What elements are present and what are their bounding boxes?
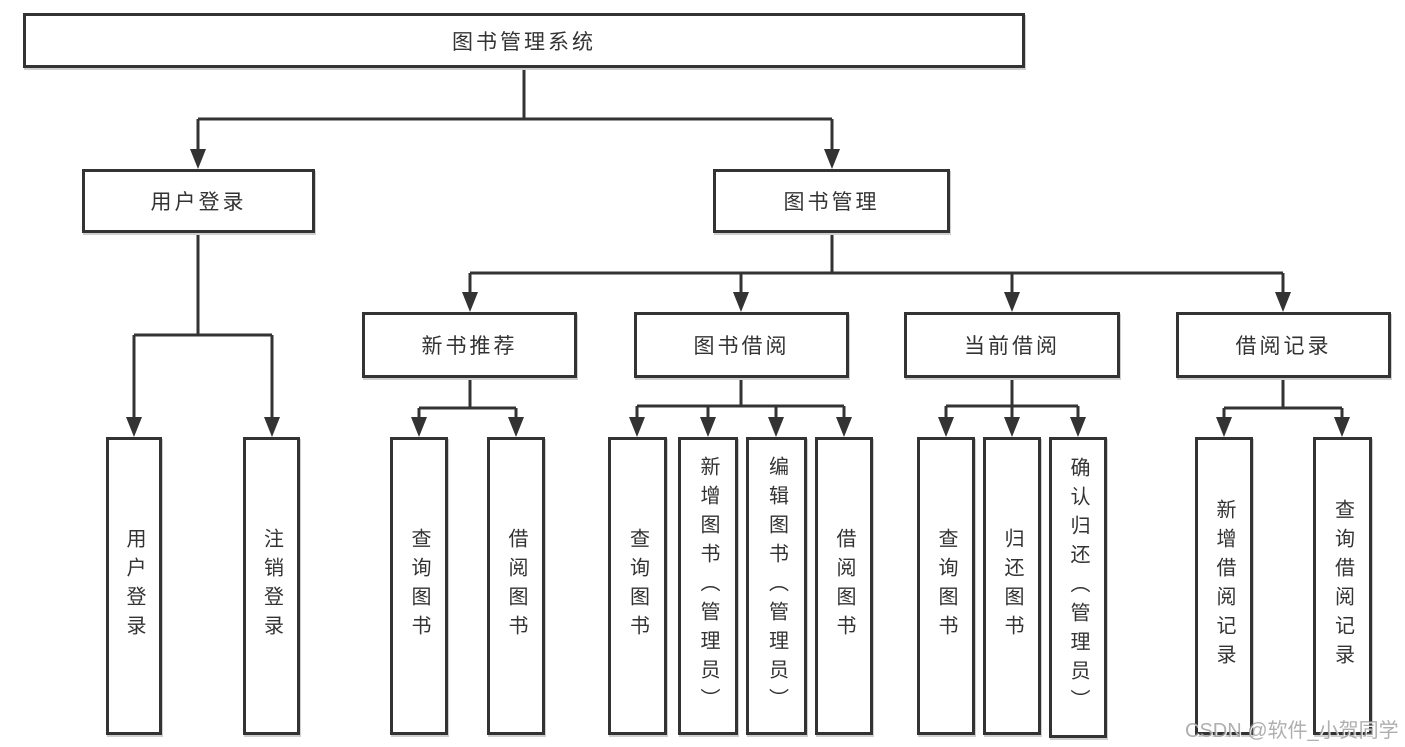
node-root: 图书管理系统 [23, 13, 1025, 68]
node-user-login: 用户登录 [82, 169, 315, 233]
leaf-query-books-current: 查询图书 [917, 437, 975, 735]
leaf-add-borrow-record-label: 新增借阅记录 [1213, 499, 1235, 673]
leaf-borrow-books-label: 借阅图书 [833, 528, 855, 644]
node-root-label: 图书管理系统 [452, 30, 596, 54]
connector-book-borrow-children [635, 378, 846, 420]
leaf-query-books-borrow-label: 查询图书 [626, 528, 649, 644]
node-borrow-records-label: 借阅记录 [1235, 335, 1332, 358]
leaf-query-books-borrow: 查询图书 [608, 437, 667, 735]
node-borrow-records: 借阅记录 [1176, 312, 1391, 378]
leaf-edit-book-admin-label: 编辑图书（管理员） [765, 455, 788, 717]
connector-current-borrow-children [944, 378, 1080, 420]
node-book-borrow-label: 图书借阅 [693, 335, 790, 358]
node-user-login-label: 用户登录 [150, 191, 247, 214]
leaf-add-book-admin: 新增图书（管理员） [678, 437, 738, 735]
node-current-borrow-label: 当前借阅 [964, 335, 1060, 358]
connector-borrow-record-children [1222, 378, 1344, 420]
leaf-user-login: 用户登录 [106, 437, 162, 735]
connector-book-management-children [468, 233, 1285, 295]
leaf-query-books-current-label: 查询图书 [935, 528, 957, 644]
leaf-borrow-books-recommend-label: 借阅图书 [505, 528, 527, 644]
leaf-add-borrow-record: 新增借阅记录 [1195, 437, 1253, 735]
node-book-management: 图书管理 [713, 169, 950, 233]
leaf-return-book: 归还图书 [983, 437, 1041, 735]
leaf-query-books-recommend: 查询图书 [390, 437, 448, 735]
watermark-text: CSDN @软件_小贺同学 [1185, 720, 1399, 742]
connector-root-to-level2 [196, 68, 834, 152]
leaf-add-book-admin-label: 新增图书（管理员） [697, 455, 719, 717]
leaf-confirm-return-admin-label: 确认归还（管理员） [1067, 457, 1089, 718]
leaf-logout-label: 注销登录 [260, 528, 283, 644]
node-current-borrow: 当前借阅 [904, 312, 1120, 378]
leaf-return-book-label: 归还图书 [1001, 528, 1023, 644]
leaf-query-books-recommend-label: 查询图书 [408, 528, 430, 644]
connector-user-login-children [132, 233, 274, 420]
leaf-query-borrow-record: 查询借阅记录 [1313, 437, 1372, 735]
node-book-borrow: 图书借阅 [634, 312, 849, 378]
leaf-edit-book-admin: 编辑图书（管理员） [746, 437, 807, 735]
node-new-book-recommend: 新书推荐 [362, 312, 577, 378]
connector-new-book-children [417, 378, 518, 420]
leaf-confirm-return-admin: 确认归还（管理员） [1049, 437, 1107, 738]
node-book-management-label: 图书管理 [783, 191, 880, 214]
leaf-user-login-label: 用户登录 [123, 528, 145, 644]
leaf-borrow-books: 借阅图书 [815, 437, 873, 735]
leaf-query-borrow-record-label: 查询借阅记录 [1331, 499, 1354, 673]
leaf-logout: 注销登录 [243, 437, 300, 735]
node-new-book-recommend-label: 新书推荐 [421, 335, 518, 358]
leaf-borrow-books-recommend: 借阅图书 [487, 437, 545, 735]
